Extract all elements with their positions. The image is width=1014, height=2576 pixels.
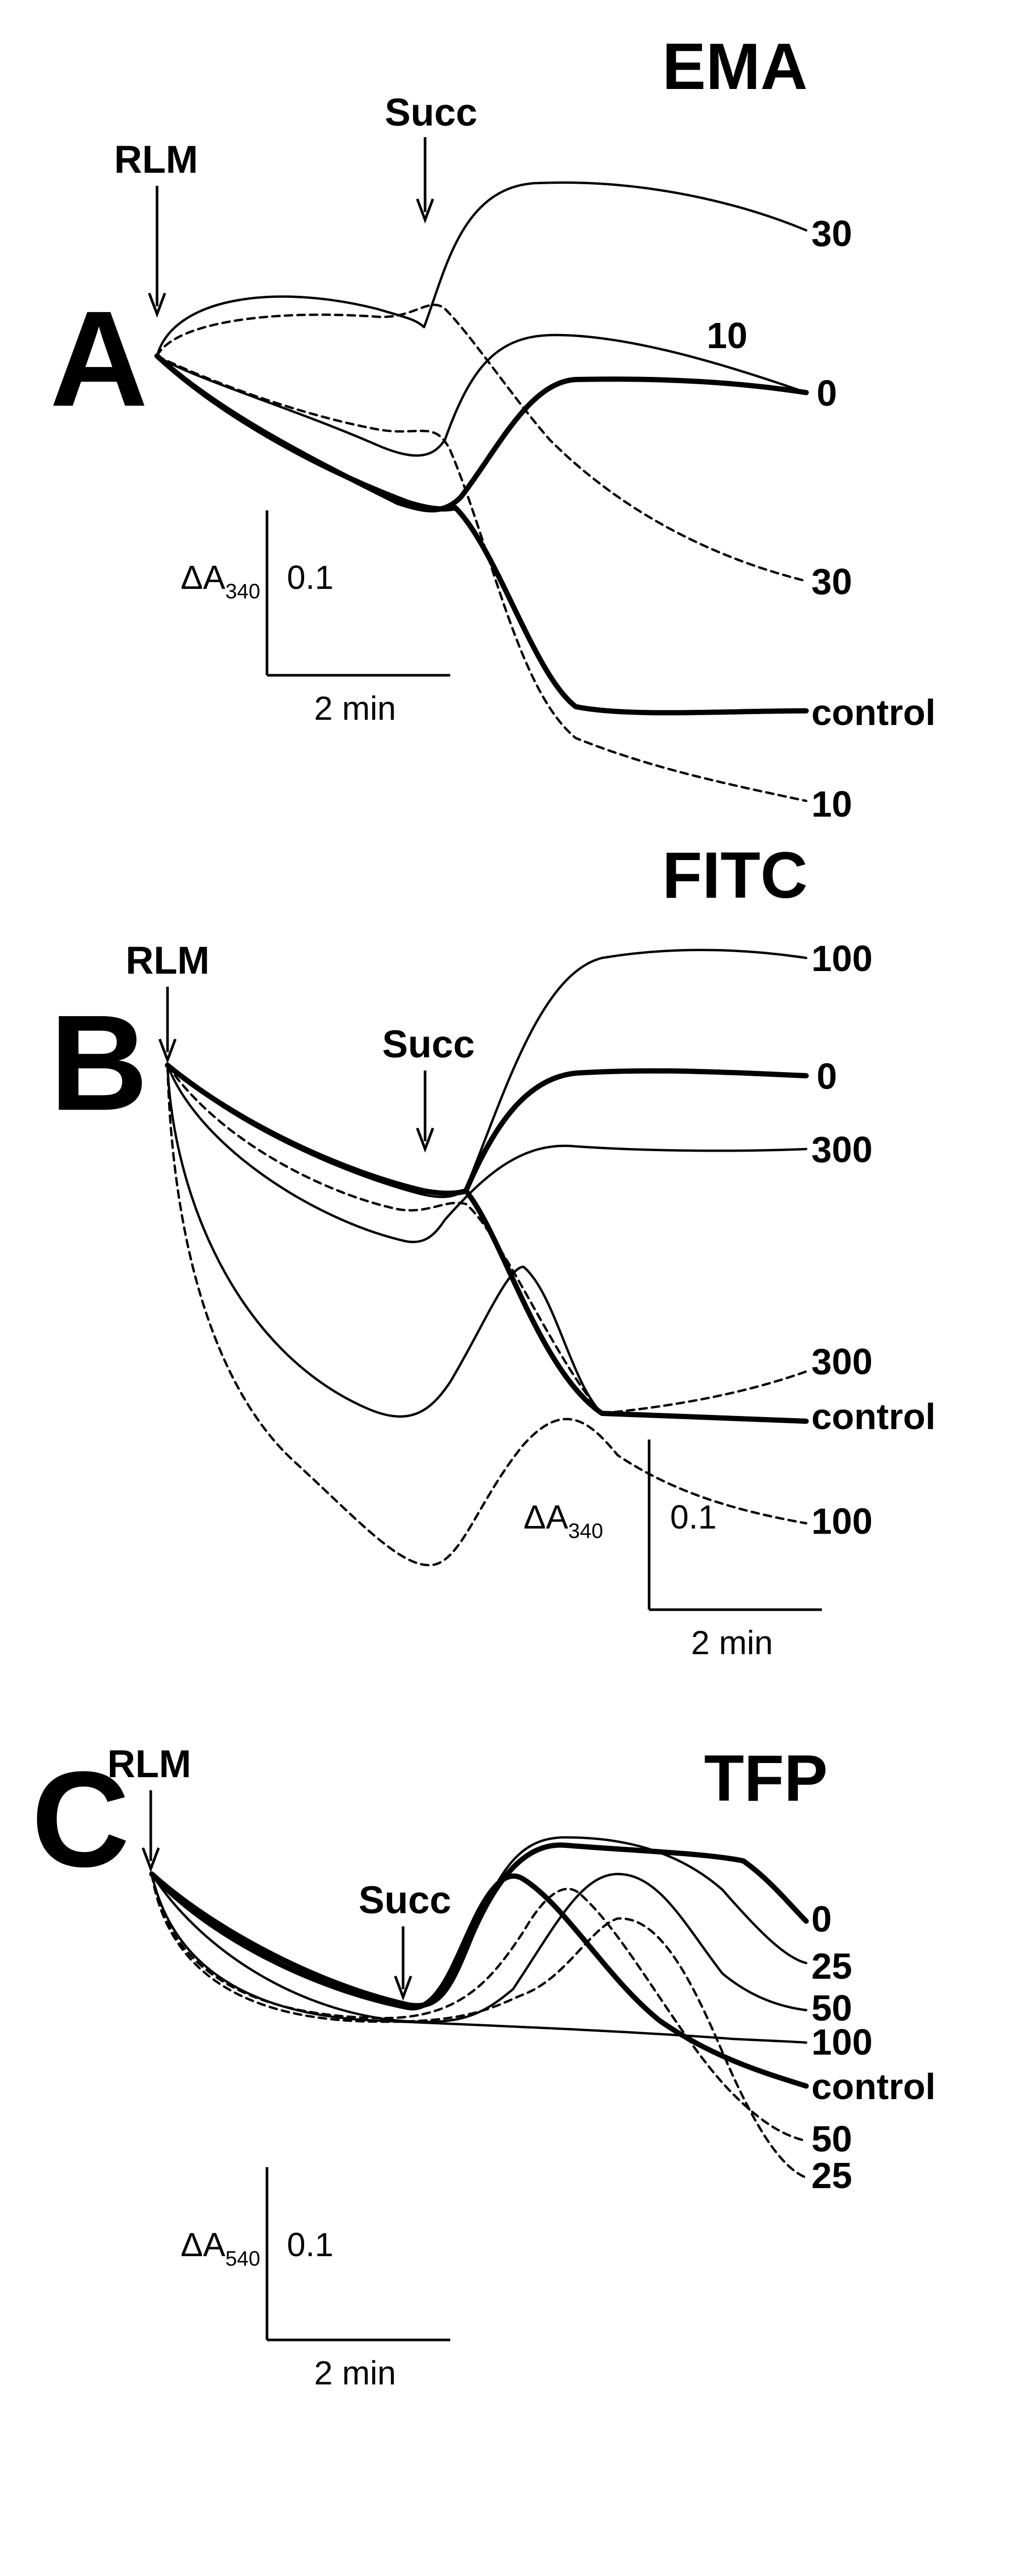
panel-c-label-0: 0 bbox=[811, 1899, 832, 1939]
panel-c-trace-50-dashed bbox=[150, 1872, 808, 2143]
panel-a-traces bbox=[154, 181, 809, 802]
panel-a-trace-control bbox=[154, 353, 809, 716]
panel-b-rlm-label: RLM bbox=[126, 939, 209, 982]
panel-b-title: FITC bbox=[662, 839, 808, 912]
panel-b-trace-300-top bbox=[166, 1064, 808, 1243]
panel-b-scale-bar: ΔA340 0.1 2 min bbox=[523, 1440, 822, 1661]
panel-c-title: TFP bbox=[704, 1742, 828, 1815]
panel-c-scale-y-label: ΔA540 bbox=[181, 2226, 260, 2270]
panel-a-succ-arrow bbox=[416, 137, 434, 224]
panel-c-trace-50-solid bbox=[150, 1872, 808, 2023]
panel-c-trace-100 bbox=[150, 1872, 808, 2044]
panel-c-succ-arrow bbox=[394, 1926, 413, 2001]
panel-c-label-control: control bbox=[811, 2066, 935, 2107]
panel-b-succ-arrow bbox=[416, 1070, 434, 1153]
panel-c-trace-25-dashed bbox=[150, 1872, 808, 2179]
panel-b-trace-300-low bbox=[166, 1064, 604, 1418]
panel-a-trace-0 bbox=[154, 353, 809, 512]
panel-a-letter: A bbox=[50, 283, 148, 435]
panel-b-succ-label: Succ bbox=[382, 1022, 475, 1066]
panel-a-rlm-arrow bbox=[148, 186, 166, 318]
panel-b-trace-dashed-mid bbox=[166, 1064, 604, 1415]
panel-c-succ-label: Succ bbox=[359, 1878, 451, 1922]
panel-c-label-25-dashed: 25 bbox=[811, 2155, 852, 2196]
panel-c-label-50-dashed: 50 bbox=[811, 2118, 852, 2159]
panel-a-trace-30-dashed bbox=[155, 304, 808, 583]
panel-c-label-50: 50 bbox=[811, 1988, 852, 2028]
panel-c-end-labels: 0 25 50 100 control 50 25 bbox=[811, 1899, 935, 2196]
panel-c-traces bbox=[149, 1836, 809, 2179]
panel-b-end-labels: 100 0 300 300 control 100 bbox=[811, 938, 935, 1542]
panel-a-scale-y-value: 0.1 bbox=[287, 559, 333, 596]
panel-a-label-0: 0 bbox=[817, 373, 837, 414]
panel-c-letter: C bbox=[31, 1744, 130, 1895]
panel-b-letter: B bbox=[50, 987, 148, 1139]
panel-a-end-labels: 30 10 0 30 control 10 bbox=[707, 213, 935, 824]
panel-a: A EMA RLM Succ 30 10 0 30 control 10 bbox=[50, 30, 935, 824]
panel-a-label-10-dashed: 10 bbox=[811, 784, 852, 824]
panel-b-trace-control bbox=[165, 1063, 809, 1424]
panel-c-scale-x-value: 2 min bbox=[314, 2354, 396, 2392]
panel-b-label-100: 100 bbox=[811, 938, 873, 979]
panel-a-trace-10-dashed bbox=[155, 354, 808, 802]
panel-a-label-30: 30 bbox=[811, 213, 852, 254]
panel-b-rlm-arrow bbox=[158, 987, 177, 1064]
panel-c-trace-control bbox=[149, 1871, 809, 2089]
panel-b-scale-y-value: 0.1 bbox=[670, 1498, 717, 1536]
panel-c-rlm-label: RLM bbox=[107, 1742, 191, 1786]
panel-b-traces bbox=[165, 949, 809, 1567]
panel-c-trace-0 bbox=[149, 1842, 809, 2009]
panel-b-trace-100-dashed bbox=[166, 1064, 808, 1567]
panel-c-rlm-arrow bbox=[141, 1790, 160, 1873]
panel-a-trace-10-solid bbox=[155, 333, 808, 457]
panel-a-rlm-label: RLM bbox=[114, 138, 198, 181]
panel-a-label-10: 10 bbox=[707, 315, 748, 356]
panel-c-scale-bar: ΔA540 0.1 2 min bbox=[181, 2167, 450, 2392]
panel-a-trace-30-solid bbox=[155, 181, 808, 358]
panel-c-trace-25-solid bbox=[150, 1836, 808, 2010]
panel-c-label-100: 100 bbox=[811, 2022, 873, 2062]
panel-b-label-300-dashed: 300 bbox=[811, 1341, 873, 1382]
panel-a-scale-bar: ΔA340 0.1 2 min bbox=[181, 510, 450, 727]
panel-c-label-25: 25 bbox=[811, 1946, 852, 1987]
panel-a-succ-label: Succ bbox=[385, 91, 477, 134]
panel-b-scale-x-value: 2 min bbox=[691, 1624, 773, 1661]
panel-b-label-0: 0 bbox=[817, 1056, 837, 1097]
panel-c-scale-y-value: 0.1 bbox=[287, 2226, 333, 2263]
panel-b-trace-300-dashed bbox=[600, 1370, 808, 1415]
panel-b-label-100-dashed: 100 bbox=[811, 1501, 873, 1542]
panel-b-label-300: 300 bbox=[811, 1129, 873, 1170]
panel-a-scale-y-label: ΔA340 bbox=[181, 559, 260, 603]
panel-a-scale-x-value: 2 min bbox=[314, 689, 396, 727]
panel-b: B FITC RLM Succ 100 0 300 300 contr bbox=[50, 839, 935, 1661]
panel-c: C TFP RLM Succ 0 25 50 100 control 5 bbox=[31, 1742, 935, 2392]
panel-b-label-control: control bbox=[811, 1396, 935, 1437]
panel-a-title: EMA bbox=[662, 30, 808, 103]
panel-a-label-30-dashed: 30 bbox=[811, 561, 852, 602]
panel-b-scale-y-label: ΔA340 bbox=[523, 1498, 603, 1543]
panel-a-label-control: control bbox=[811, 692, 935, 733]
